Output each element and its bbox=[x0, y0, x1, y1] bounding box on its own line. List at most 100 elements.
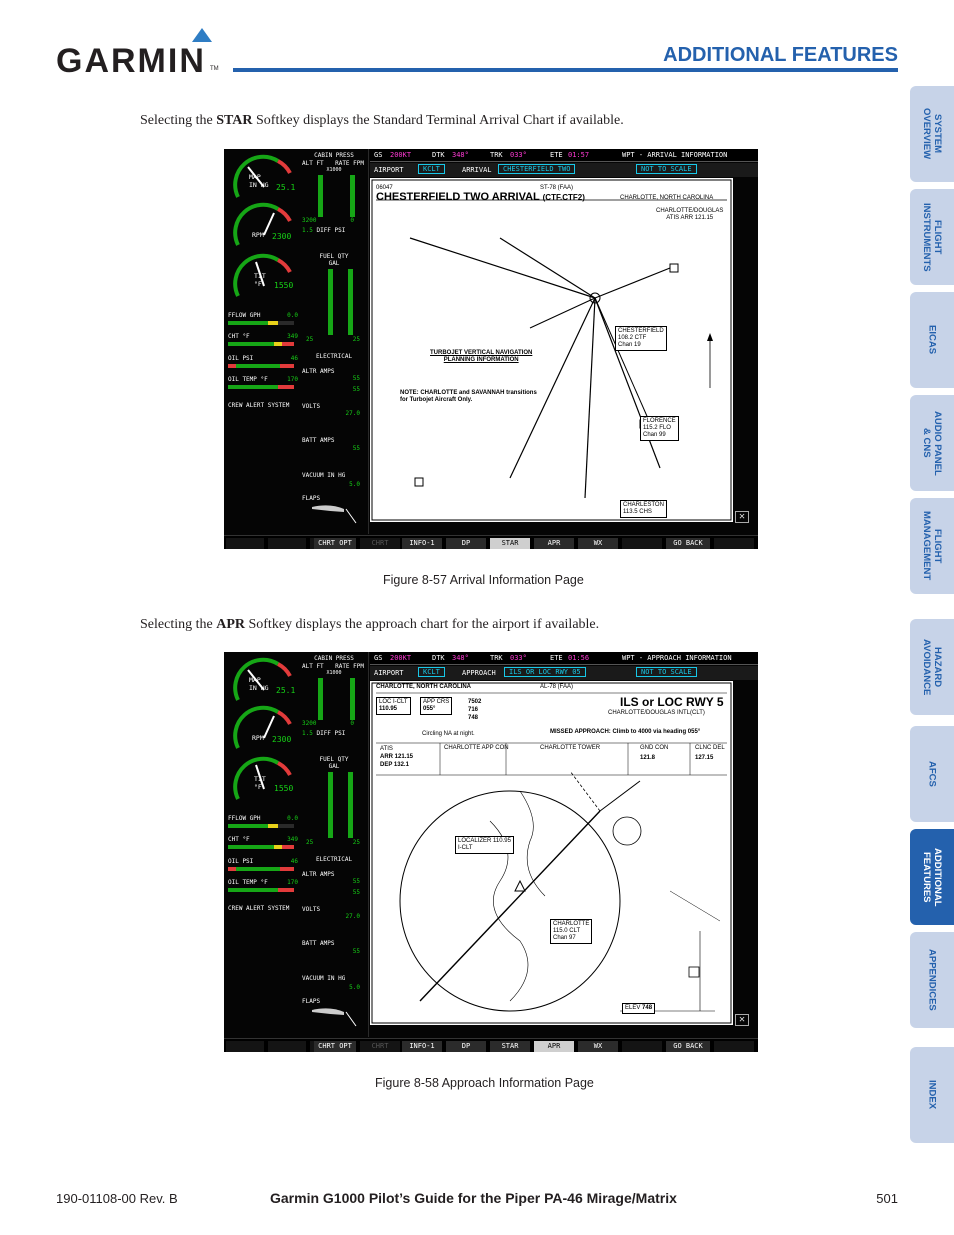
rpm-gauge bbox=[233, 202, 292, 246]
procedure-field[interactable]: CHESTERFIELD TWO bbox=[498, 164, 576, 174]
tab-flight-management[interactable]: FLIGHT MANAGEMENT bbox=[910, 498, 954, 594]
batt-amps-label: BATT AMPS bbox=[302, 940, 335, 947]
fuel-left-value: 25 bbox=[306, 336, 314, 343]
altr-2-value: 55 bbox=[352, 386, 360, 393]
tab-eicas[interactable]: EICAS bbox=[910, 292, 954, 388]
flaps-label: FLAPS bbox=[302, 495, 321, 502]
softkey-dp[interactable]: DP bbox=[446, 538, 486, 549]
cabin-alt-tape bbox=[318, 175, 323, 217]
logo-triangle-icon bbox=[192, 28, 212, 42]
softkey-go-back[interactable]: GO BACK bbox=[666, 538, 710, 549]
alt-ft-label: ALT FT bbox=[302, 160, 324, 167]
softkey-1[interactable] bbox=[226, 1041, 264, 1052]
oil-temp-label: OIL TEMP °F bbox=[228, 376, 268, 383]
fuel-right-value: 25 bbox=[352, 336, 360, 343]
gnd-value: 121.8 bbox=[640, 755, 656, 761]
cabin-alt-tape bbox=[318, 678, 323, 720]
tit-value: 1550 bbox=[274, 784, 294, 793]
softkey-wx[interactable]: WX bbox=[578, 1041, 618, 1052]
softkey-13[interactable] bbox=[714, 1041, 754, 1052]
close-chart-icon[interactable]: ✕ bbox=[735, 511, 749, 523]
map-gauge bbox=[233, 154, 292, 198]
tab-hazard-avoidance[interactable]: HAZARD AVOIDANCE bbox=[910, 619, 954, 715]
electrical-label: ELECTRICAL bbox=[315, 856, 353, 863]
scale-field[interactable]: NOT TO SCALE bbox=[636, 164, 697, 174]
softkey-apr[interactable]: APR bbox=[534, 1041, 574, 1052]
alt-ft-label: ALT FT bbox=[302, 663, 324, 670]
softkey-1[interactable] bbox=[226, 538, 264, 549]
atis-dep: DEP 132.1 bbox=[380, 762, 409, 768]
softkey-star[interactable]: STAR bbox=[490, 1041, 530, 1052]
flaps-indicator-icon bbox=[312, 1008, 357, 1027]
chart-airport: CHARLOTTE/DOUGLAS INTL(CLT) bbox=[608, 710, 705, 716]
tower-label: CHARLOTTE TOWER bbox=[540, 745, 601, 751]
altr-1-value: 55 bbox=[352, 375, 360, 382]
softkey-star[interactable]: STAR bbox=[490, 538, 530, 549]
softkey-name: STAR bbox=[216, 113, 253, 128]
procedure-field[interactable]: ILS OR LOC RWY 05 bbox=[504, 667, 586, 677]
softkey-11[interactable] bbox=[622, 538, 662, 549]
softkey-go-back[interactable]: GO BACK bbox=[666, 1041, 710, 1052]
close-chart-icon[interactable]: ✕ bbox=[735, 1014, 749, 1026]
tab-label: SYSTEM OVERVIEW bbox=[921, 108, 943, 160]
softkey-13[interactable] bbox=[714, 538, 754, 549]
nav-status-bar: GS 200KT DTK 348° TRK 033° ETE 01:57 WPT… bbox=[370, 149, 758, 162]
chart-procedure: ST-78 (FAA) bbox=[540, 185, 574, 191]
arrival-chart[interactable]: 06047 ST-78 (FAA) CHESTERFIELD TWO ARRIV… bbox=[370, 178, 733, 522]
tab-additional-features[interactable]: ADDITIONAL FEATURES bbox=[910, 829, 954, 925]
tit-gauge bbox=[233, 253, 292, 297]
altr-2-value: 55 bbox=[352, 889, 360, 896]
softkey-2[interactable] bbox=[268, 538, 306, 549]
altr-1-value: 55 bbox=[352, 878, 360, 885]
oil-temp-value: 170 bbox=[287, 376, 298, 383]
chart-title: CHESTERFIELD TWO ARRIVAL (CTF.CTF2) bbox=[376, 191, 585, 203]
oil-psi-value: 46 bbox=[290, 355, 298, 362]
airport-field[interactable]: KCLT bbox=[418, 667, 445, 677]
oil-temp-bar bbox=[228, 385, 294, 389]
softkey-2[interactable] bbox=[268, 1041, 306, 1052]
airport-field[interactable]: KCLT bbox=[418, 164, 445, 174]
tab-label: AUDIO PANEL & CNS bbox=[921, 410, 943, 476]
rpm-label: RPM bbox=[252, 231, 264, 239]
scale-field[interactable]: NOT TO SCALE bbox=[636, 667, 697, 677]
cab-rate-value: 0 bbox=[350, 720, 354, 727]
tab-flight-instruments[interactable]: FLIGHT INSTRUMENTS bbox=[910, 189, 954, 285]
tab-afcs[interactable]: AFCS bbox=[910, 726, 954, 822]
tab-audio-panel[interactable]: AUDIO PANEL & CNS bbox=[910, 395, 954, 491]
softkey-chrt-opt[interactable]: CHRT OPT bbox=[314, 538, 356, 549]
softkey-apr[interactable]: APR bbox=[534, 538, 574, 549]
chart-airport: CHARLOTTE/DOUGLAS ATIS ARR 121.15 bbox=[656, 208, 724, 221]
header-rule bbox=[233, 68, 898, 72]
softkey-wx[interactable]: WX bbox=[578, 538, 618, 549]
tab-appendices[interactable]: APPENDICES bbox=[910, 932, 954, 1028]
document-title: Garmin G1000 Pilot’s Guide for the Piper… bbox=[270, 1190, 677, 1206]
softkey-chrt[interactable]: CHRT bbox=[360, 538, 400, 549]
procedure-type-label: APPROACH bbox=[462, 669, 496, 677]
gs-label: GS bbox=[374, 151, 383, 159]
ete-value: 01:57 bbox=[568, 151, 590, 159]
map-label: MAP IN HG bbox=[249, 173, 269, 189]
elev-label: ELEV bbox=[625, 1005, 641, 1011]
softkey-chrt-opt[interactable]: CHRT OPT bbox=[314, 1041, 356, 1052]
cabin-rate-tape bbox=[350, 678, 355, 720]
softkey-info-1[interactable]: INFO-1 bbox=[402, 1041, 442, 1052]
tab-index[interactable]: INDEX bbox=[910, 1047, 954, 1143]
tab-system-overview[interactable]: SYSTEM OVERVIEW bbox=[910, 86, 954, 182]
cabin-press-label: CABIN PRESS bbox=[314, 655, 354, 662]
softkey-info-1[interactable]: INFO-1 bbox=[402, 538, 442, 549]
diff-psi-label: DIFF PSI bbox=[316, 227, 346, 234]
clnc-label: CLNC DEL bbox=[695, 745, 725, 751]
softkey-11[interactable] bbox=[622, 1041, 662, 1052]
approach-chart[interactable]: CHARLOTTE, NORTH CAROLINA AL-78 (FAA) IL… bbox=[370, 681, 733, 1025]
flaps-indicator-icon bbox=[312, 505, 357, 524]
section-title: ADDITIONAL FEATURES bbox=[663, 44, 898, 66]
fuel-qty-label: FUEL QTY GAL bbox=[319, 756, 349, 770]
elev-value: 748 bbox=[642, 1005, 653, 1011]
x1000-label: X1000 bbox=[326, 167, 342, 173]
para-text: Selecting the bbox=[140, 617, 217, 632]
softkey-chrt[interactable]: CHRT bbox=[360, 1041, 400, 1052]
softkey-dp[interactable]: DP bbox=[446, 1041, 486, 1052]
arrival-chart-lines bbox=[371, 179, 732, 521]
fflow-value: 0.0 bbox=[287, 312, 298, 319]
oil-temp-value: 170 bbox=[287, 879, 298, 886]
